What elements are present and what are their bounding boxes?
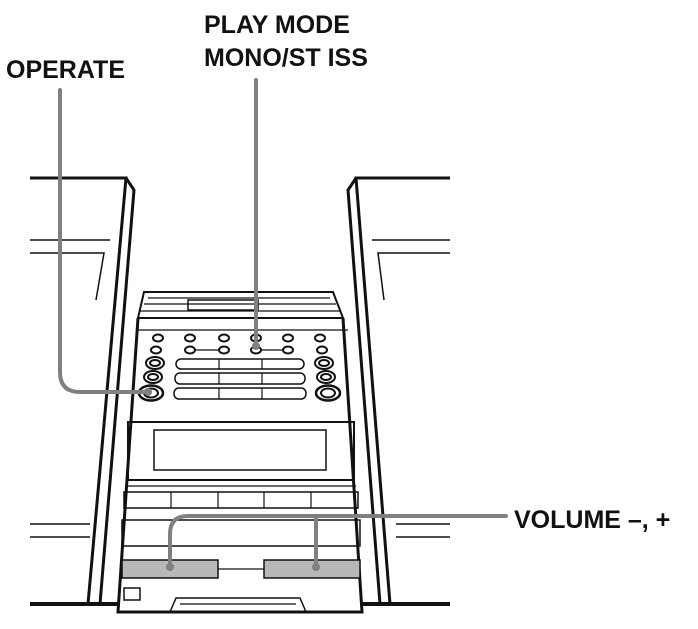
button-row2-3[interactable] [218, 345, 230, 355]
label-play-mode: PLAY MODE [204, 11, 350, 39]
label-volume: VOLUME –, + [514, 506, 670, 534]
right-speaker [346, 176, 450, 606]
button-top-3[interactable] [218, 333, 230, 343]
tape-panel [121, 519, 361, 547]
label-operate: OPERATE [6, 56, 125, 84]
button-left-1[interactable] [149, 359, 161, 367]
button-left-2[interactable] [147, 373, 159, 381]
button-row2-6[interactable] [316, 345, 328, 355]
pointer-dot-operate [144, 388, 152, 396]
key-row-3[interactable] [173, 387, 307, 400]
main-unit-top [136, 291, 345, 319]
button-strip [123, 491, 359, 509]
pointer-volume [168, 514, 508, 568]
control-panel [137, 333, 342, 402]
button-right-1[interactable] [318, 359, 330, 367]
button-top-1[interactable] [152, 333, 164, 343]
button-row2-1[interactable] [150, 345, 162, 355]
key-row-2[interactable] [174, 372, 306, 385]
pointer-operate [58, 88, 148, 394]
unit-bottom [123, 587, 307, 613]
button-row2-5[interactable] [282, 345, 294, 355]
button-right-large[interactable] [320, 387, 336, 399]
button-right-2[interactable] [320, 373, 332, 381]
key-row-1[interactable] [175, 358, 305, 370]
small-indicator [123, 587, 141, 601]
button-top-2[interactable] [184, 333, 196, 343]
button-top-6[interactable] [314, 333, 326, 343]
volume-plus-slider[interactable] [263, 559, 361, 579]
pointer-dot-volume-plus [312, 563, 320, 571]
label-mono-st-iss: MONO/ST ISS [204, 44, 368, 72]
display-window [126, 421, 356, 487]
button-top-5[interactable] [282, 333, 294, 343]
pointer-dot-play-mode [252, 342, 260, 350]
pointer-dot-volume-minus [166, 563, 174, 571]
volume-sliders [121, 559, 361, 579]
button-row2-2[interactable] [184, 345, 196, 355]
